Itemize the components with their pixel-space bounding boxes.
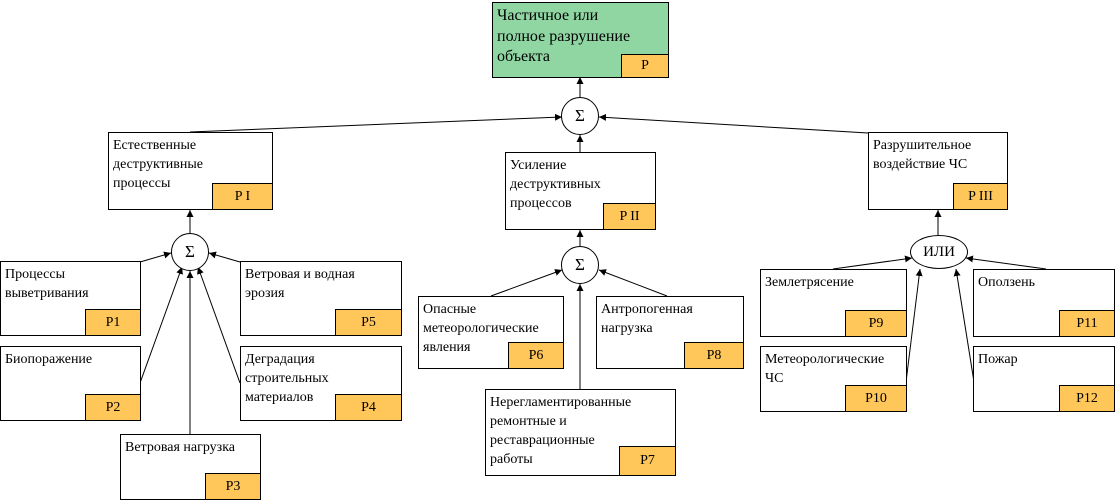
root-sum-operator: Σ bbox=[561, 97, 599, 135]
factor-p10-label: Метеорологические ЧС bbox=[765, 352, 885, 386]
factor-p8-box: Антропогенная нагрузка P8 bbox=[596, 296, 744, 369]
arrow-p1-to-sum1 bbox=[139, 251, 172, 263]
factor-p3-box: Ветровая нагрузка P3 bbox=[120, 434, 261, 500]
arrow-p2-to-sum1 bbox=[139, 266, 183, 384]
group-natural-box: Естественные деструктивные процессы P I bbox=[108, 132, 273, 210]
factor-p8-tag: P8 bbox=[684, 342, 744, 369]
group-amplification-box: Усиление деструктивных процессов P II bbox=[505, 152, 656, 230]
group-amplification-tag: P II bbox=[603, 203, 656, 230]
root-label: Частичное или полное разрушение объекта bbox=[497, 7, 631, 65]
arrow-p5-to-sum1 bbox=[208, 251, 241, 263]
factor-p5-tag: P5 bbox=[335, 309, 402, 336]
arrow-p11-to-or bbox=[965, 255, 1047, 270]
group-amplification-sum-operator: Σ bbox=[561, 246, 599, 284]
factor-p4-label: Деградация строительных материалов bbox=[245, 352, 329, 405]
arrow-p9-to-or bbox=[832, 255, 913, 270]
factor-p10-box: Метеорологические ЧС P10 bbox=[760, 346, 907, 412]
factor-p9-box: Землетрясение P9 bbox=[760, 269, 907, 337]
arrow-p8-to-sum2 bbox=[598, 269, 668, 297]
factor-p8-label: Антропогенная нагрузка bbox=[601, 302, 693, 336]
arrow-p10-to-or bbox=[905, 268, 923, 383]
factor-p9-tag: P9 bbox=[845, 310, 907, 337]
arrow-p4-to-sum1 bbox=[197, 266, 241, 384]
factor-p1-label: Процессы выветривания bbox=[5, 267, 89, 301]
group-emergency-box: Разрушительное воздействие ЧС P III bbox=[868, 132, 1008, 210]
factor-p1-tag: P1 bbox=[85, 309, 141, 336]
arrow-g3-to-sum bbox=[598, 113, 869, 134]
factor-p1-box: Процессы выветривания P1 bbox=[0, 261, 141, 336]
factor-p4-tag: P4 bbox=[335, 394, 402, 421]
factor-p2-tag: P2 bbox=[85, 394, 141, 421]
factor-p12-label: Пожар bbox=[978, 352, 1018, 367]
factor-p7-box: Нерегламентированные ремонтные и реставр… bbox=[485, 389, 676, 476]
factor-p2-box: Биопоражение P2 bbox=[0, 346, 141, 421]
factor-p7-tag: P7 bbox=[619, 446, 676, 476]
factor-p9-label: Землетрясение bbox=[765, 275, 854, 290]
factor-p3-label: Ветровая нагрузка bbox=[125, 440, 236, 455]
factor-p2-label: Биопоражение bbox=[5, 352, 93, 367]
arrow-g1-to-sum bbox=[189, 113, 563, 133]
group-natural-sum-operator: Σ bbox=[171, 233, 209, 271]
group-natural-label: Естественные деструктивные процессы bbox=[113, 138, 203, 191]
factor-p7-label: Нерегламентированные ремонтные и реставр… bbox=[490, 395, 632, 467]
root-tag: P bbox=[621, 54, 669, 78]
group-amplification-label: Усиление деструктивных процессов bbox=[510, 158, 601, 211]
factor-p6-label: Опасные метеорологические явления bbox=[423, 302, 539, 355]
root-box: Частичное или полное разрушение объекта … bbox=[492, 2, 669, 78]
group-emergency-or-operator: ИЛИ bbox=[910, 235, 968, 269]
factor-p12-tag: P12 bbox=[1059, 385, 1115, 412]
arrow-p6-to-sum2 bbox=[490, 269, 563, 297]
factor-p6-tag: P6 bbox=[508, 342, 564, 369]
factor-p5-box: Ветровая и водная эрозия P5 bbox=[240, 261, 402, 336]
factor-p10-tag: P10 bbox=[845, 385, 907, 412]
factor-p12-box: Пожар P12 bbox=[973, 346, 1115, 412]
factor-p11-box: Оползень P11 bbox=[973, 269, 1115, 337]
factor-p11-label: Оползень bbox=[978, 275, 1036, 290]
group-natural-tag: P I bbox=[212, 183, 273, 210]
factor-p6-box: Опасные метеорологические явления P6 bbox=[418, 296, 564, 369]
group-emergency-label: Разрушительное воздействие ЧС bbox=[873, 138, 972, 172]
arrow-p12-to-or bbox=[953, 268, 975, 383]
factor-p11-tag: P11 bbox=[1059, 310, 1115, 337]
group-emergency-tag: P III bbox=[953, 183, 1008, 210]
factor-p5-label: Ветровая и водная эрозия bbox=[245, 267, 355, 301]
factor-p4-box: Деградация строительных материалов P4 bbox=[240, 346, 402, 421]
factor-p3-tag: P3 bbox=[205, 473, 261, 500]
